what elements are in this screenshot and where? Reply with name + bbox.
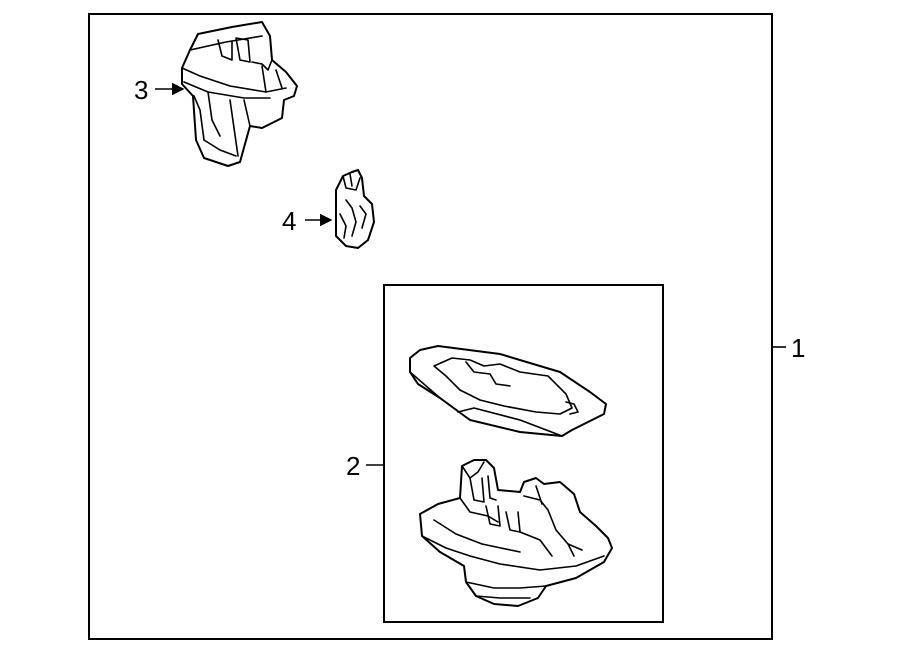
lens-housing-frame: [383, 284, 664, 623]
callout-4-label: 4: [282, 206, 296, 236]
assembly-frame: [88, 13, 773, 640]
callout-2[interactable]: 2: [346, 451, 384, 481]
lens-part-drawing: [409, 345, 607, 437]
callout-1-label: 1: [791, 333, 805, 363]
socket-part-drawing: [181, 21, 298, 167]
callout-2-label: 2: [346, 451, 360, 481]
callout-1[interactable]: 1: [772, 333, 805, 363]
callout-3-label: 3: [134, 75, 148, 105]
housing-part-drawing: [419, 459, 613, 607]
bulb-part-drawing: [335, 169, 375, 249]
callout-4[interactable]: 4: [282, 206, 333, 236]
callout-3[interactable]: 3: [134, 75, 185, 105]
